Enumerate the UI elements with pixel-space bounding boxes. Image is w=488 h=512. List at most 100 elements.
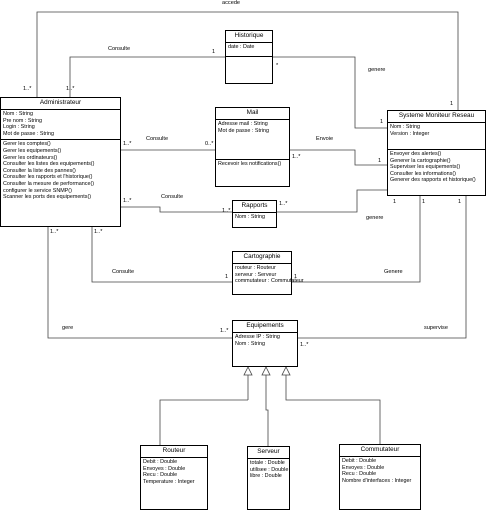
association-consulte-historique-line [69,56,225,97]
mail-operation: Recevoir les notifications() [218,161,282,167]
association-envoie-line [290,149,387,166]
class-routeur-name: Routeur [141,446,207,458]
class-routeur[interactable]: Routeur Debit : Double Envoyes : Double … [140,445,208,510]
class-systeme-name: Systeme Moniteur Reseau [388,111,485,123]
class-administrateur-name: Administrateur [1,98,120,110]
multiplicity: 1..* [123,198,132,204]
class-serveur-attributes: totale : Double utilisee : Double libre … [248,459,289,482]
multiplicity: 1..* [300,342,309,348]
administrateur-operation: Consulter la liste des pannes() [3,167,76,174]
routeur-attribute: Temperature : Integer [143,478,195,485]
class-mail-operations: Recevoir les notifications() [216,160,289,170]
multiplicity: 1..* [94,229,103,235]
commutateur-attribute: Debit : Double [342,458,377,464]
association-gere-line [47,227,232,339]
administrateur-attribute: Login : String [3,124,35,131]
class-cartographie-attributes: routeur : Routeur serveur : Serveur comm… [233,264,304,287]
multiplicity: 1..* [66,86,75,92]
administrateur-operation: configurer le service SNMP() [3,187,72,194]
multiplicity: 1..* [292,154,301,160]
class-administrateur-operations: Gerer les comptes() Gerer les equipement… [1,140,120,202]
class-commutateur-attributes: Debit : Double Envoyes : Double Recu : D… [340,457,420,486]
administrateur-operation: Gerer les comptes() [3,141,51,148]
class-equipements-name: Equipements [233,321,297,333]
association-label-consulte-rapports: Consulte [161,194,184,200]
association-label-genere-rapports: genere [366,215,384,221]
class-cartographie[interactable]: Cartographie routeur : Routeur serveur :… [232,251,304,295]
class-cartographie-name: Cartographie [233,252,291,264]
systeme-operation: Consulter les informations() [390,170,456,177]
systeme-attribute: Nom : String [390,124,420,130]
class-routeur-attributes: Debit : Double Envoyes : Double Recu : D… [141,458,207,487]
systeme-operation: Envoyer des alertes() [390,151,442,157]
association-label-consulte-cartographie: Consulte [112,269,135,275]
class-equipements-attributes: Adresse IP : String Nom : String [233,333,297,349]
class-rapports-name: Rapports [233,201,276,213]
class-administrateur[interactable]: Administrateur Nom : String Pre nom : St… [0,97,121,227]
multiplicity: 1..* [279,201,288,207]
multiplicity: 0..* [205,141,214,147]
routeur-attribute: Envoyes : Double [143,465,186,472]
cartographie-attribute: serveur : Serveur [235,271,277,278]
serveur-attribute: totale : Double [250,460,285,466]
historique-attribute: date : Date [228,44,255,50]
commutateur-attribute: Recu : Double [342,471,377,478]
class-historique-name: Historique [226,31,272,43]
mail-attribute: Mot de passe : String [218,127,269,134]
multiplicity: 1 [393,199,397,205]
multiplicity: 1..* [23,86,32,92]
administrateur-operation: Consulter les listes des equipements() [3,161,95,168]
multiplicity: 1..* [50,229,59,235]
generalization-arrow-commutateur [281,366,291,376]
association-consulte-rapports-line [121,206,232,213]
serveur-attribute: utilisee : Double [250,466,289,473]
multiplicity: 1 [378,158,382,164]
multiplicity: 1..* [220,328,229,334]
class-systeme-attributes: Nom : String Version : Integer [388,123,485,150]
association-label-consulte-historique: Consulte [108,46,131,52]
multiplicity: 1..* [222,208,231,214]
administrateur-attribute: Nom : String [3,111,33,117]
class-rapports[interactable]: Rapports Nom : String [232,200,277,228]
association-label-genere-historique: genere [368,67,386,73]
generalization-arrow-routeur [243,366,253,376]
class-equipements[interactable]: Equipements Adresse IP : String Nom : St… [232,320,298,367]
class-systeme-operations: Envoyer des alertes() Generer la cartogr… [388,150,485,186]
association-accede-line [36,11,459,110]
multiplicity: 1 [450,101,454,107]
class-historique[interactable]: Historique date : Date [225,30,273,84]
class-mail[interactable]: Mail Adresse mail : String Mot de passe … [215,107,290,187]
class-administrateur-attributes: Nom : String Pre nom : String Login : St… [1,110,120,141]
systeme-attribute: Version : Integer [390,130,430,137]
equipements-attribute: Nom : String [235,340,265,347]
class-systeme-moniteur-reseau[interactable]: Systeme Moniteur Reseau Nom : String Ver… [387,110,486,196]
class-commutateur[interactable]: Commutateur Debit : Double Envoyes : Dou… [339,444,421,510]
class-rapports-attributes: Nom : String [233,213,276,223]
class-serveur-name: Serveur [248,447,289,459]
association-consulte-cartographie-line [91,227,232,283]
systeme-operation: Generer des rapports et historique() [390,177,476,184]
class-commutateur-name: Commutateur [340,445,420,457]
generalization-serveur-line [265,372,269,446]
association-label-envoie: Envoie [316,136,334,142]
association-genere-rapports-line [277,189,387,213]
class-historique-attributes: date : Date [226,43,272,57]
routeur-attribute: Debit : Double [143,459,178,465]
administrateur-operation: Scanner les ports des equipements() [3,194,92,201]
administrateur-attribute: Mot de passe : String [3,130,54,137]
generalization-routeur-branch [159,399,248,445]
administrateur-attribute: Pre nom : String [3,117,42,124]
commutateur-attribute: Nombre d'interfaces : Integer [342,477,412,484]
generalization-arrow-serveur [261,366,271,376]
class-serveur[interactable]: Serveur totale : Double utilisee : Doubl… [247,446,290,510]
association-supervise-line [298,196,467,339]
association-label-genere-cartographie: Genere [384,269,403,275]
administrateur-operation: Consulter la mesure de performance() [3,180,95,187]
association-genere-historique-line [273,56,387,129]
generalization-commutateur-line [285,372,381,444]
association-label-gere: gere [62,325,74,331]
multiplicity: 1 [380,119,384,125]
administrateur-operation: Consulter les rapports et l'historique() [3,174,93,181]
class-mail-name: Mail [216,108,289,120]
multiplicity: 1 [422,199,426,205]
